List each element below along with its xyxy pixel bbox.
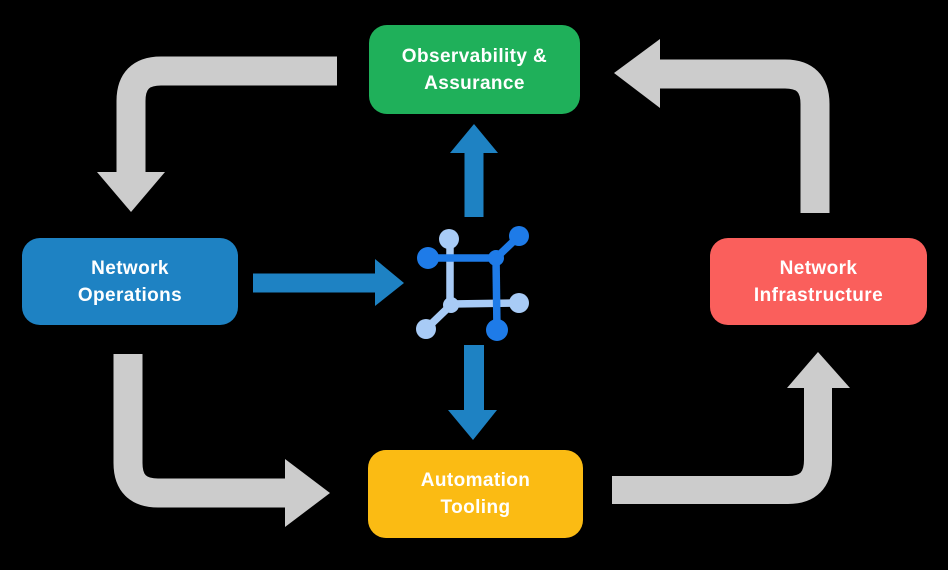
arrow-center-icon-to-automation-tooling bbox=[448, 345, 497, 440]
node-network-infrastructure: Network Infrastructure bbox=[710, 238, 927, 325]
arrow-center-icon-to-observability bbox=[450, 124, 498, 217]
node-infrastructure-label-line2: Infrastructure bbox=[753, 284, 884, 306]
node-observability-label-line1: Observability & bbox=[401, 45, 548, 67]
node-observability-label-line2: Assurance bbox=[424, 72, 525, 94]
node-observability-assurance: Observability & Assurance bbox=[369, 25, 580, 114]
arrow-network-operations-to-automation-tooling bbox=[113, 354, 330, 527]
node-operations-label-line1: Network bbox=[91, 257, 169, 279]
node-tooling-label-line1: Automation bbox=[420, 470, 531, 491]
node-network-operations: Network Operations bbox=[22, 238, 238, 325]
arrow-observability-to-network-operations bbox=[97, 56, 337, 212]
node-automation-tooling: Automation Tooling bbox=[368, 450, 583, 538]
network-mesh-icon-dark-layer bbox=[417, 226, 529, 341]
node-tooling-label-line2: Tooling bbox=[440, 497, 511, 518]
network-mesh-icon-light-layer bbox=[416, 229, 529, 339]
node-infrastructure-label-line1: Network bbox=[779, 257, 858, 279]
arrow-automation-tooling-to-network-infrastructure bbox=[612, 352, 850, 504]
arrow-network-infrastructure-to-observability bbox=[614, 39, 830, 213]
arrow-network-operations-to-center-icon bbox=[253, 259, 404, 306]
network-mesh-icon bbox=[416, 226, 529, 341]
node-operations-label-line2: Operations bbox=[77, 284, 183, 306]
